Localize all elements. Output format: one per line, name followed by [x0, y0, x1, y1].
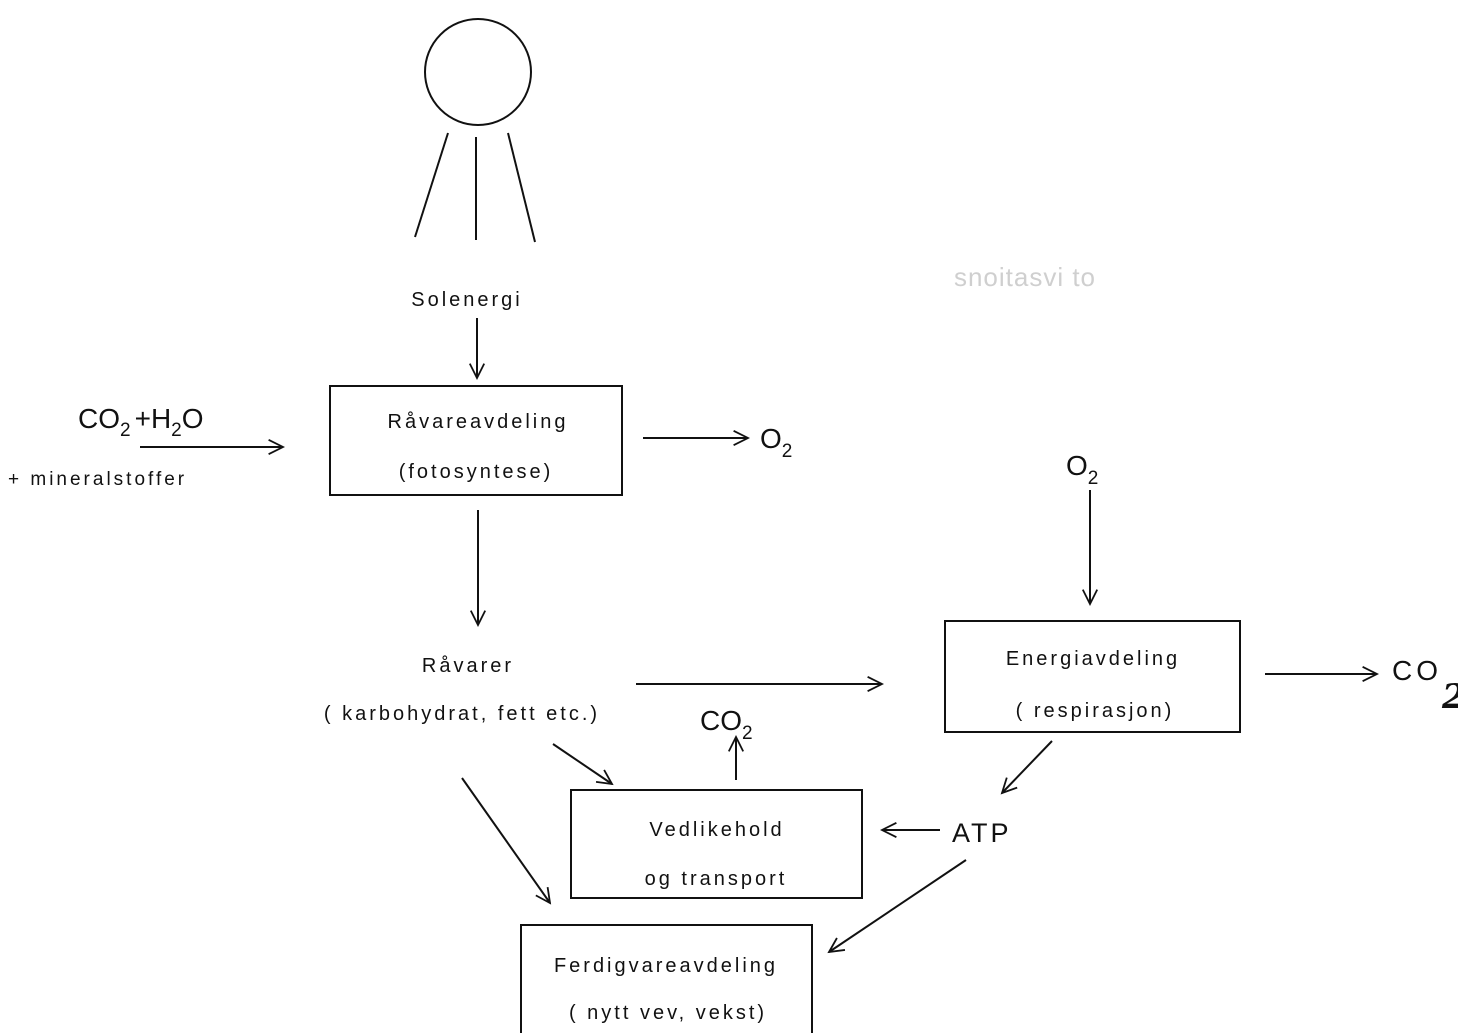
finished-department-box: Ferdigvareavdeling ( nytt vev, vekst): [520, 924, 813, 1033]
maintenance-box: Vedlikehold og transport: [570, 789, 863, 899]
h2o-subscript: 2: [171, 420, 182, 441]
o2-output-label: O2: [760, 423, 792, 462]
solar-energy-label: Solenergi: [411, 289, 523, 311]
watermark-text: snoitasvi to: [954, 262, 1096, 292]
co2-subscript: 2: [120, 420, 131, 441]
minerals-label: + mineralstoffer: [8, 469, 187, 490]
co2-output-right-label: CO2: [1392, 655, 1458, 717]
raw-goods-subtitle: ( karbohydrat, fett etc.): [324, 703, 600, 725]
arrow-atp-to-finished-dept: [829, 859, 967, 952]
finished-department-subtitle: ( nytt vev, vekst): [569, 1002, 767, 1024]
plus-sign: +: [135, 403, 151, 434]
arrow-energy-dept-to-atp: [1002, 740, 1053, 793]
h2o-h: H: [151, 403, 171, 434]
energy-department-box: Energiavdeling ( respirasjon): [944, 620, 1241, 733]
energy-department-title: Energiavdeling: [1006, 648, 1180, 670]
inputs-formula: CO2+H2O: [78, 403, 204, 441]
svg-text:CO2+H2O: CO2+H2O: [78, 403, 204, 441]
arrow-raw-goods-to-maintenance: [552, 743, 612, 784]
maintenance-title: Vedlikehold: [649, 819, 784, 841]
atp-label: ATP: [952, 818, 1012, 848]
arrow-raw-goods-to-finished-dept: [461, 777, 550, 903]
o2-input-label: O2: [1066, 450, 1098, 489]
co2-text: CO: [78, 403, 120, 434]
raw-department-box: Råvareavdeling (fotosyntese): [329, 385, 623, 496]
energy-department-subtitle: ( respirasjon): [1016, 700, 1175, 722]
sun-icon: [414, 18, 536, 243]
co2-output-maintenance-label: CO2: [700, 705, 753, 744]
raw-goods-title: Råvarer: [422, 655, 514, 677]
raw-department-subtitle: (fotosyntese): [399, 461, 554, 483]
finished-department-title: Ferdigvareavdeling: [554, 955, 778, 977]
maintenance-subtitle: og transport: [645, 868, 788, 890]
h2o-o: O: [182, 403, 204, 434]
raw-department-title: Råvareavdeling: [388, 411, 569, 433]
